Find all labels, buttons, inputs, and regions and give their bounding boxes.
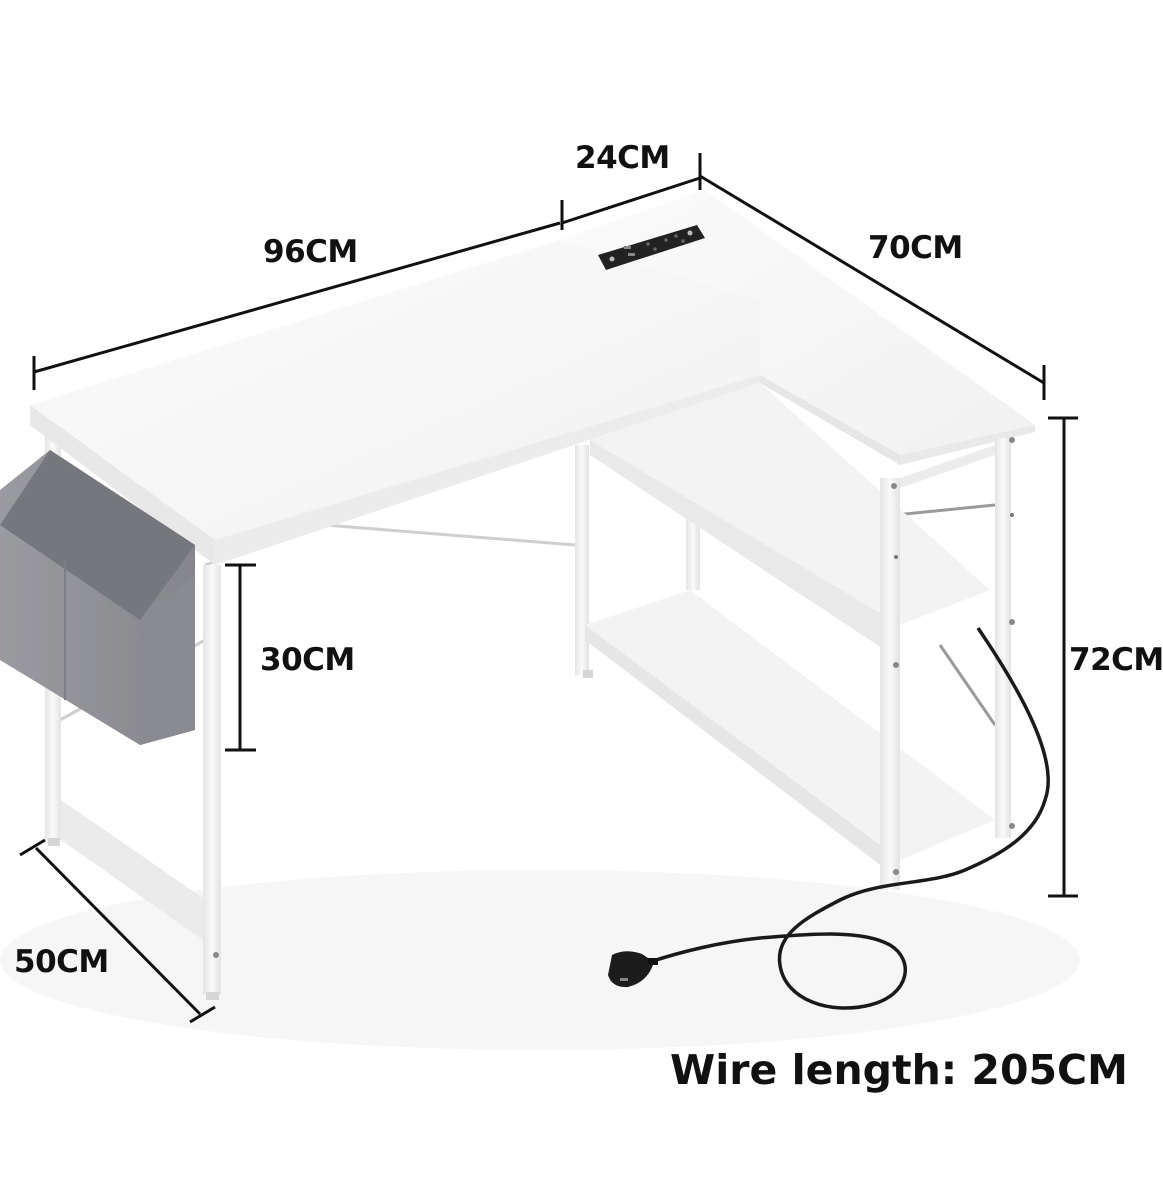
- usb-port-icon: [624, 246, 631, 249]
- dimension-label-width-main: 96CM: [263, 234, 358, 270]
- dimension-label-socket-offset: 24CM: [575, 140, 670, 176]
- storage-bag: [0, 450, 195, 745]
- uk-plug-icon: [608, 951, 658, 988]
- dimension-line-24: [561, 176, 701, 225]
- power-cable: [649, 627, 1050, 1010]
- dimension-line-96: [33, 221, 561, 374]
- shelf-unit: [583, 383, 1015, 890]
- dimension-line-50: [34, 846, 202, 1016]
- usb-port-icon: [628, 253, 635, 256]
- dimension-label-depth-main: 50CM: [14, 944, 109, 980]
- dimension-lines: [19, 153, 1078, 1024]
- dimension-label-depth-return: 70CM: [868, 230, 963, 266]
- dimension-label-bag-height: 30CM: [260, 642, 355, 678]
- wire-length-label: Wire length: 205CM: [670, 1046, 1128, 1094]
- power-socket-strip: [598, 225, 705, 270]
- desk-top: [30, 190, 1035, 565]
- dimension-label-height: 72CM: [1069, 642, 1163, 678]
- dimension-line-70: [699, 174, 1045, 385]
